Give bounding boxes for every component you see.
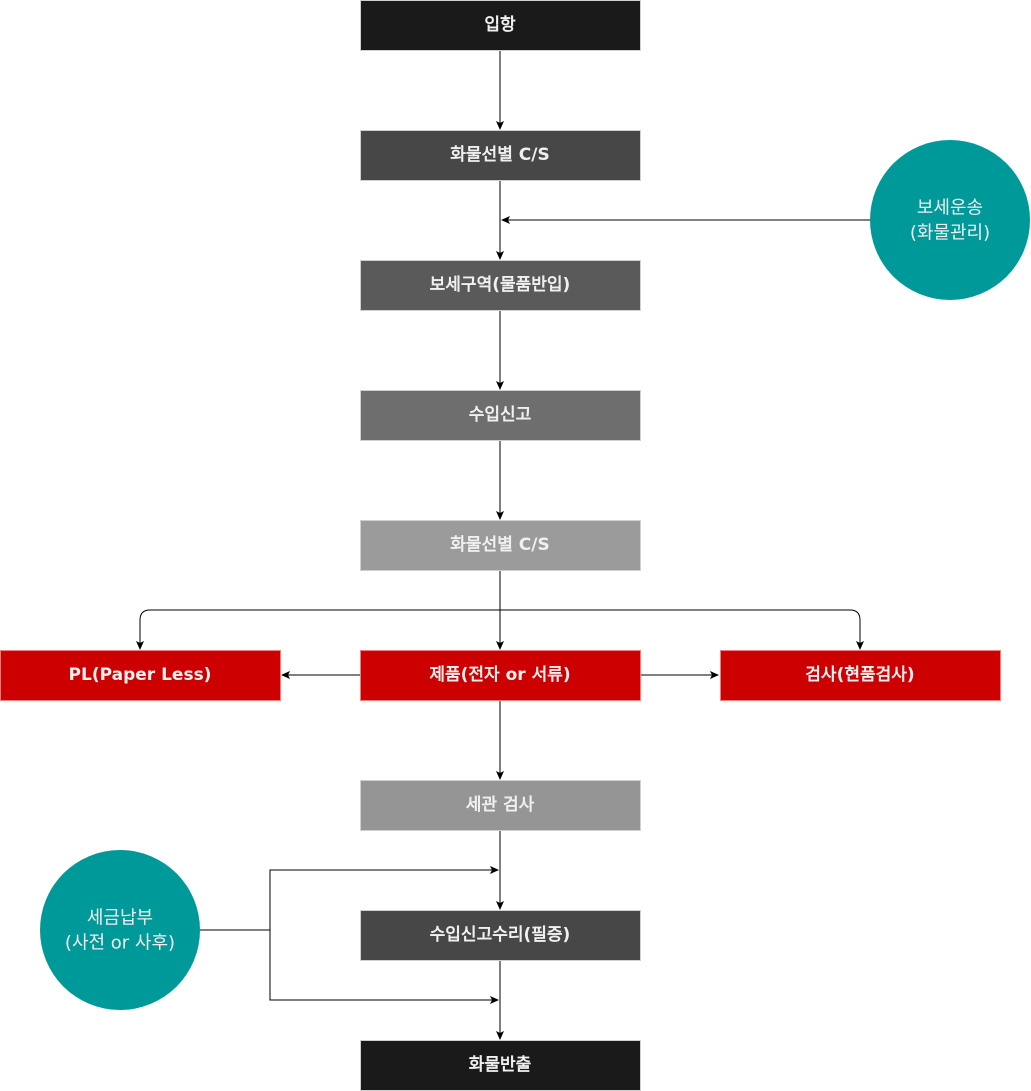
circle-label-line1: 세금납부 <box>87 908 153 929</box>
node-label: 화물선별 C/S <box>450 145 549 165</box>
node-customs-inspection: 세관 검사 <box>360 780 641 831</box>
edge-tax-lower <box>269 930 499 1004</box>
node-label: 화물선별 C/S <box>450 535 549 555</box>
node-label: 보세구역(물품반입) <box>430 275 571 295</box>
edge-tax-upper <box>269 866 499 930</box>
edge-to-inspection <box>500 609 864 650</box>
circle-bonded-transport: 보세운송 (화물관리) <box>870 140 1030 300</box>
node-submission: 제품(전자 or 서류) <box>360 650 641 701</box>
node-import-declaration: 수입신고 <box>360 390 641 441</box>
node-cargo-release: 화물반출 <box>360 1040 641 1091</box>
edge-to-paperless <box>136 609 500 650</box>
node-cargo-selection-1: 화물선별 C/S <box>360 130 641 181</box>
node-label: 수입신고 <box>469 405 532 425</box>
node-label: PL(Paper Less) <box>69 665 212 685</box>
circle-label-line2: (사전 or 사후) <box>65 933 175 954</box>
edges <box>136 50 870 1040</box>
circle-tax-payment: 세금납부 (사전 or 사후) <box>40 850 200 1010</box>
node-label: 검사(현품검사) <box>805 665 914 685</box>
node-label: 수입신고수리(필증) <box>430 925 571 945</box>
node-declaration-acceptance: 수입신고수리(필증) <box>360 910 641 961</box>
node-label: 제품(전자 or 서류) <box>429 665 570 685</box>
node-arrival: 입항 <box>360 0 641 51</box>
circle-label-line2: (화물관리) <box>910 223 990 244</box>
node-inspection: 검사(현품검사) <box>720 650 1001 701</box>
node-label: 입항 <box>484 14 516 35</box>
node-label: 세관 검사 <box>466 795 535 815</box>
node-cargo-selection-2: 화물선별 C/S <box>360 520 641 571</box>
node-label: 화물반출 <box>469 1055 532 1075</box>
node-bonded-area: 보세구역(물품반입) <box>360 260 641 311</box>
node-paperless: PL(Paper Less) <box>0 650 281 701</box>
circle-label-line1: 보세운송 <box>917 198 983 219</box>
